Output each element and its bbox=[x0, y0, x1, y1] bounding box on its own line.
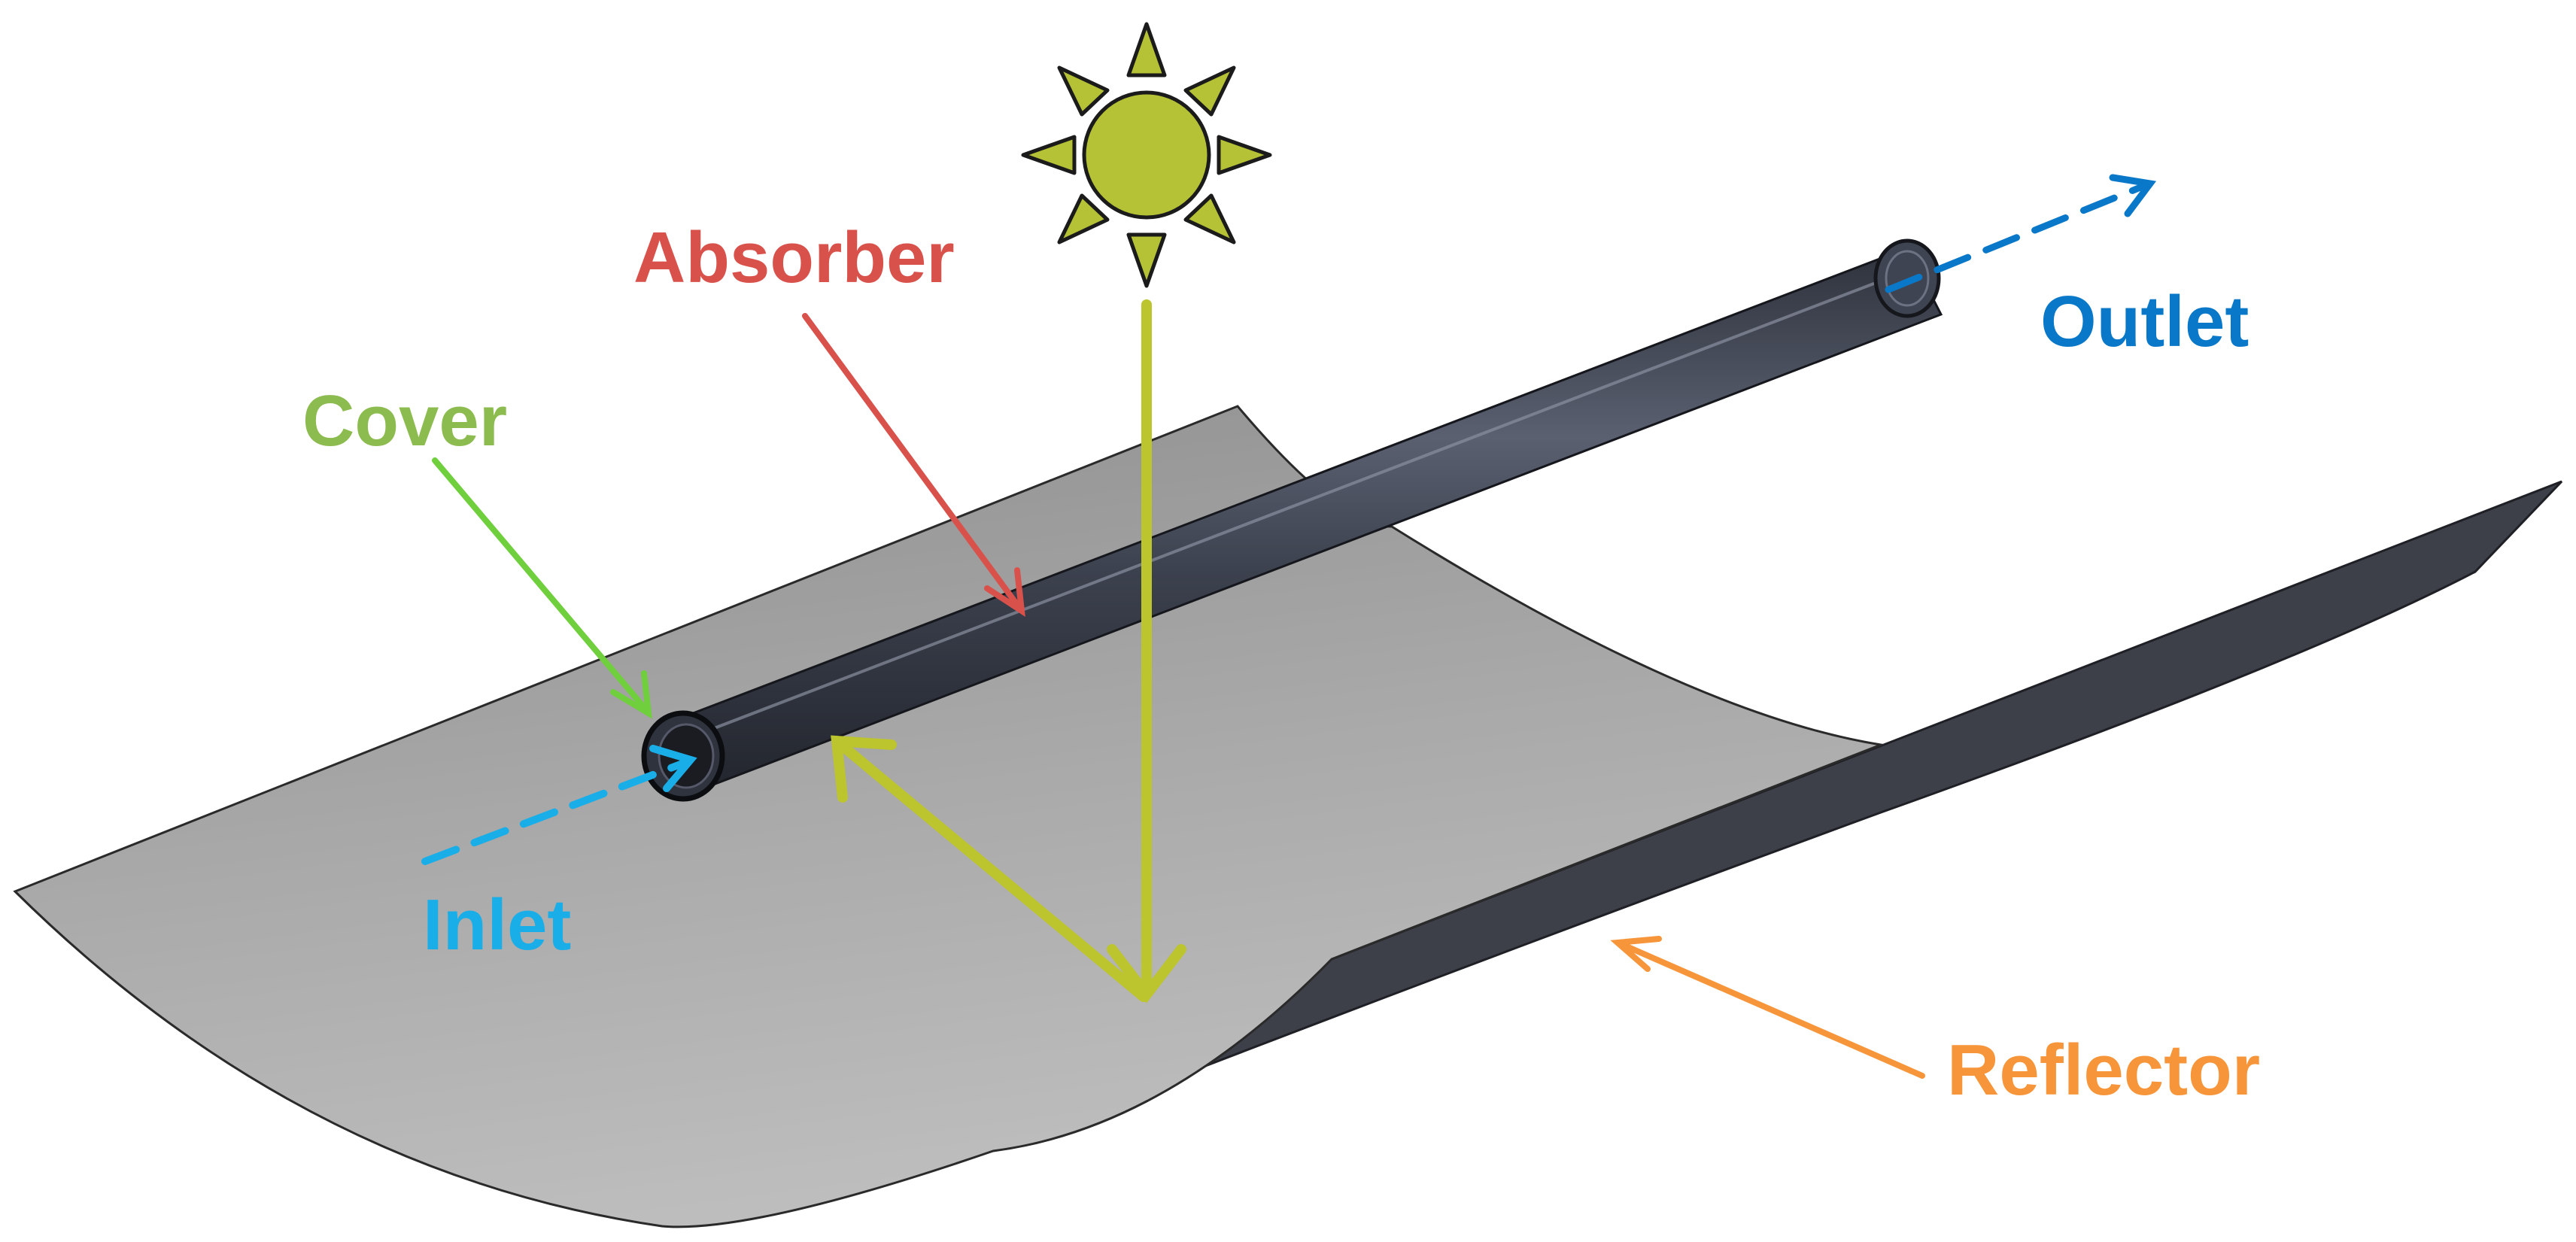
outlet-label: Outlet bbox=[2040, 281, 2249, 362]
absorber-pointer-arrow bbox=[802, 313, 1025, 617]
absorber-label: Absorber bbox=[633, 217, 955, 298]
cover-label: Cover bbox=[302, 381, 507, 461]
reflector-outer-wall bbox=[985, 480, 2563, 1152]
absorber-tube bbox=[641, 238, 1943, 802]
cover-pointer-arrow bbox=[432, 457, 652, 719]
reflector-trough bbox=[13, 405, 2563, 1228]
outlet-flow-arrow bbox=[1885, 174, 2157, 293]
sun-ray bbox=[831, 299, 1186, 1004]
reflector-surface bbox=[13, 405, 1885, 1228]
sun-icon bbox=[1021, 22, 1272, 288]
reflector-label: Reflector bbox=[1947, 1030, 2260, 1110]
inlet-flow-arrow bbox=[421, 745, 697, 865]
reflector-pointer-arrow bbox=[1610, 936, 1925, 1079]
inlet-label: Inlet bbox=[423, 885, 571, 965]
